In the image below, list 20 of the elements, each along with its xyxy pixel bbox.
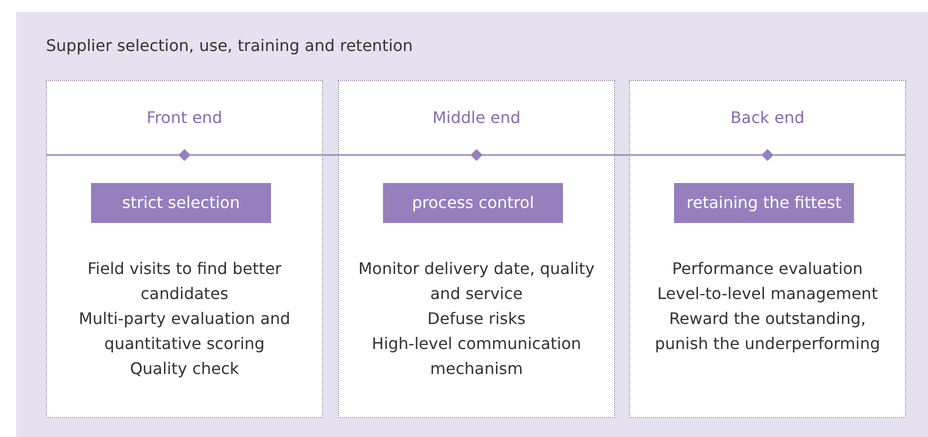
column-card: [338, 80, 615, 418]
column-card: [629, 80, 906, 418]
column-heading: Back end: [730, 108, 805, 127]
column-card: [46, 80, 323, 418]
tag-label: strict selection: [91, 183, 271, 223]
panel-title: Supplier selection, use, training and retention: [46, 36, 413, 55]
body-text: Level-to-level management: [657, 283, 878, 305]
body-text: Monitor delivery date, quality and service: [357, 258, 596, 305]
body-text: Defuse risks: [427, 308, 526, 330]
body-text: Performance evaluation: [672, 258, 863, 280]
column-heading: Middle end: [432, 108, 521, 127]
body-text: Reward the outstanding, punish the underperforming: [654, 308, 882, 355]
body-text: Field visits to find better candidates: [86, 258, 282, 305]
body-text: Quality check: [130, 358, 240, 380]
tag-label: retaining the fittest: [674, 183, 854, 223]
column-heading: Front end: [146, 108, 222, 127]
body-text: High-level communication mechanism: [370, 333, 582, 380]
body-text: Multi-party evaluation and quantitative scoring: [78, 308, 292, 355]
panel-background: [16, 12, 928, 437]
tag-label: process control: [383, 183, 563, 223]
